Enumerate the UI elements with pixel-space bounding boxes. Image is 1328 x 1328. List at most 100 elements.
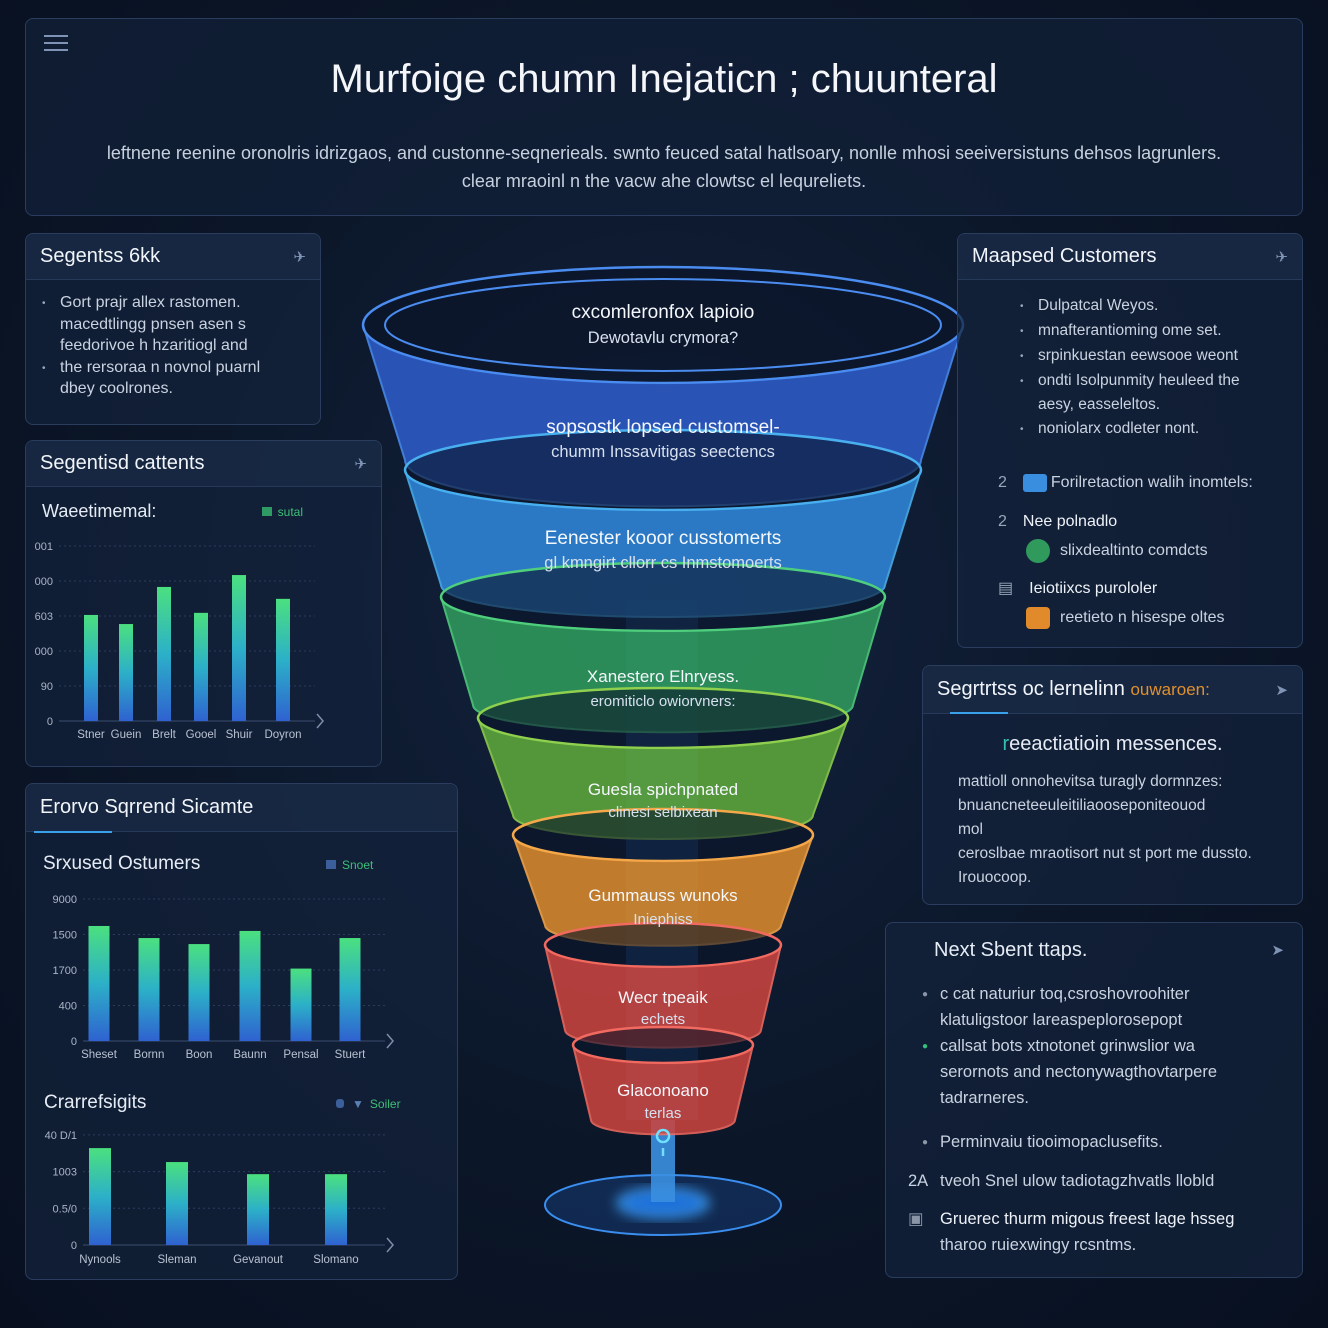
list-item: •srpinkuestan eewsooe weont: [1020, 347, 1238, 364]
y-tick-label: 1500: [53, 930, 77, 942]
segments-risk-panel: Segentss 6kk✈ •Gort prajr allex rastomen…: [25, 233, 321, 425]
bar-chart-1: 090200060360009001StnerGueinBreltGooelSh…: [35, 541, 324, 741]
funnel-stage-subtitle: eromiticlo owiorvners:: [590, 693, 735, 710]
bar: [138, 938, 160, 1041]
bar: [188, 944, 210, 1041]
x-tick-label: Stuert: [335, 1049, 366, 1061]
x-tick-label: Gevanout: [233, 1254, 284, 1266]
bar: [194, 612, 208, 721]
x-tick-label: Nynools: [79, 1254, 121, 1266]
pin-icon[interactable]: ✈: [354, 455, 367, 473]
mapped-customers-panel: Maapsed Customers✈ •Dulpatcal Weyos. •mn…: [957, 233, 1303, 648]
hamburger-icon[interactable]: [44, 35, 68, 51]
globe-icon: [1026, 539, 1050, 563]
bar: [290, 968, 312, 1041]
funnel-inner-rim: [384, 278, 942, 372]
x-tick-label: Pensal: [283, 1049, 318, 1061]
arrow-icon[interactable]: ➤: [1275, 681, 1288, 699]
segments-reactivation-panel: Segrtrtss oc lernelinn ouwaroen:➤ reeact…: [922, 665, 1303, 905]
y-tick-label: 40 D/1: [45, 1130, 77, 1142]
mapped-item-3[interactable]: ▤Ieiotiixcs purololer: [998, 580, 1158, 597]
x-tick-label: Guein: [111, 729, 142, 741]
y-tick-label: 0: [47, 716, 53, 728]
panel-title: Segentisd cattents: [40, 452, 205, 474]
y-tick-label: 0.5/0: [53, 1203, 77, 1215]
x-tick-label: Baunn: [233, 1049, 266, 1061]
funnel-stage-subtitle: Iniephiss: [633, 911, 692, 928]
y-tick-label: 6000: [35, 576, 53, 588]
y-tick-label: 9000: [53, 894, 77, 906]
page-subtitle-line2: clear mraoinl n the vacw ahe clowtsc el …: [461, 171, 867, 191]
x-tick-label: Stner: [77, 729, 105, 741]
pin-icon[interactable]: ✈: [293, 248, 306, 266]
chart-legend: ▼Soiler: [336, 1097, 401, 1111]
section-heading: reeactiatioin messences.: [1002, 733, 1223, 755]
funnel-stage-title: Glaconoano: [617, 1081, 709, 1100]
location-pin-icon: [655, 1128, 671, 1156]
funnel-stage-subtitle: Dewotavlu crymora?: [588, 329, 738, 347]
list-item: •noniolarx codleter nont.: [1020, 420, 1200, 437]
list-item: ●Perminvaiu tiooimopaclusefits.: [922, 1133, 1163, 1151]
y-tick-label: 400: [59, 1001, 77, 1013]
section-body: mattioll onnohevitsa turagly dormnzes:bn…: [958, 773, 1252, 886]
bar: [84, 614, 98, 721]
axis-arrow-icon: [386, 1237, 394, 1253]
funnel-stage: [572, 1044, 754, 1136]
header-panel: Murfoige chumn Inejaticn ; chuunteral le…: [25, 18, 1303, 216]
x-tick-label: Gooel: [186, 729, 217, 741]
y-tick-label: 0: [71, 1240, 77, 1252]
funnel-stage-subtitle: chumm Inssavitigas seectencs: [551, 443, 775, 461]
funnel-stage-title: Guesla spichpnated: [588, 780, 738, 799]
chart-title: Waeetimemal:: [42, 501, 157, 521]
chart-title: Crarrefsigits: [44, 1092, 147, 1113]
x-tick-label: Bornn: [134, 1049, 165, 1061]
next-steps-panel: Next Sbent ttaps. ➤ ●c cat naturiur toq,…: [885, 922, 1303, 1278]
bar: [325, 1174, 347, 1245]
bar: [276, 598, 290, 721]
axis-arrow-icon: [316, 713, 324, 729]
y-tick-label: 0: [71, 1036, 77, 1048]
chat-icon: [1022, 473, 1047, 492]
x-tick-label: Sleman: [158, 1254, 197, 1266]
y-tick-label: 2000: [35, 646, 53, 658]
image-icon: [1026, 607, 1050, 629]
filter-icon: ▼: [352, 1097, 364, 1111]
x-tick-label: Slomano: [313, 1254, 358, 1266]
list-item: •mnafterantioming ome set.: [1020, 322, 1222, 339]
bar: [157, 586, 171, 721]
funnel-stage-subtitle: echets: [641, 1011, 685, 1028]
mapped-item-3-sub: reetieto n hisespe oltes: [1026, 607, 1225, 629]
bar: [247, 1174, 269, 1245]
bar: [89, 1148, 111, 1245]
x-tick-label: Shuir: [226, 729, 253, 741]
x-tick-label: Brelt: [152, 729, 176, 741]
bullet-list: •Gort prajr allex rastomen.macedtlingg p…: [26, 280, 320, 412]
bullet-list: •Dulpatcal Weyos. •mnafterantioming ome …: [1020, 294, 1240, 442]
mapped-item-2-sub: slixdealtinto comdcts: [1026, 539, 1208, 563]
panel-title: Next Sbent ttaps.: [934, 939, 1088, 961]
funnel-stage-title: sopsostk lopsed customsel-: [546, 417, 779, 438]
y-tick-label: 1003: [53, 1167, 77, 1179]
funnel-stage-title: Eenester kooor cusstomerts: [545, 528, 782, 549]
x-tick-label: Boon: [186, 1049, 213, 1061]
y-tick-label: 603: [35, 611, 53, 623]
bar: [239, 930, 261, 1041]
page-subtitle-line1: leftnene reenine oronolris idrizgaos, an…: [106, 143, 1222, 163]
funnel-stage-title: Gummauss wunoks: [588, 886, 737, 905]
bar: [339, 938, 361, 1041]
bar: [88, 925, 110, 1041]
x-tick-label: Doyron: [264, 729, 301, 741]
list-item: •Gort prajr allex rastomen.macedtlingg p…: [42, 294, 248, 354]
chart-legend: Snoet: [326, 858, 373, 872]
arrow-icon[interactable]: ➤: [1271, 942, 1284, 959]
pin-icon[interactable]: ✈: [1275, 248, 1288, 266]
